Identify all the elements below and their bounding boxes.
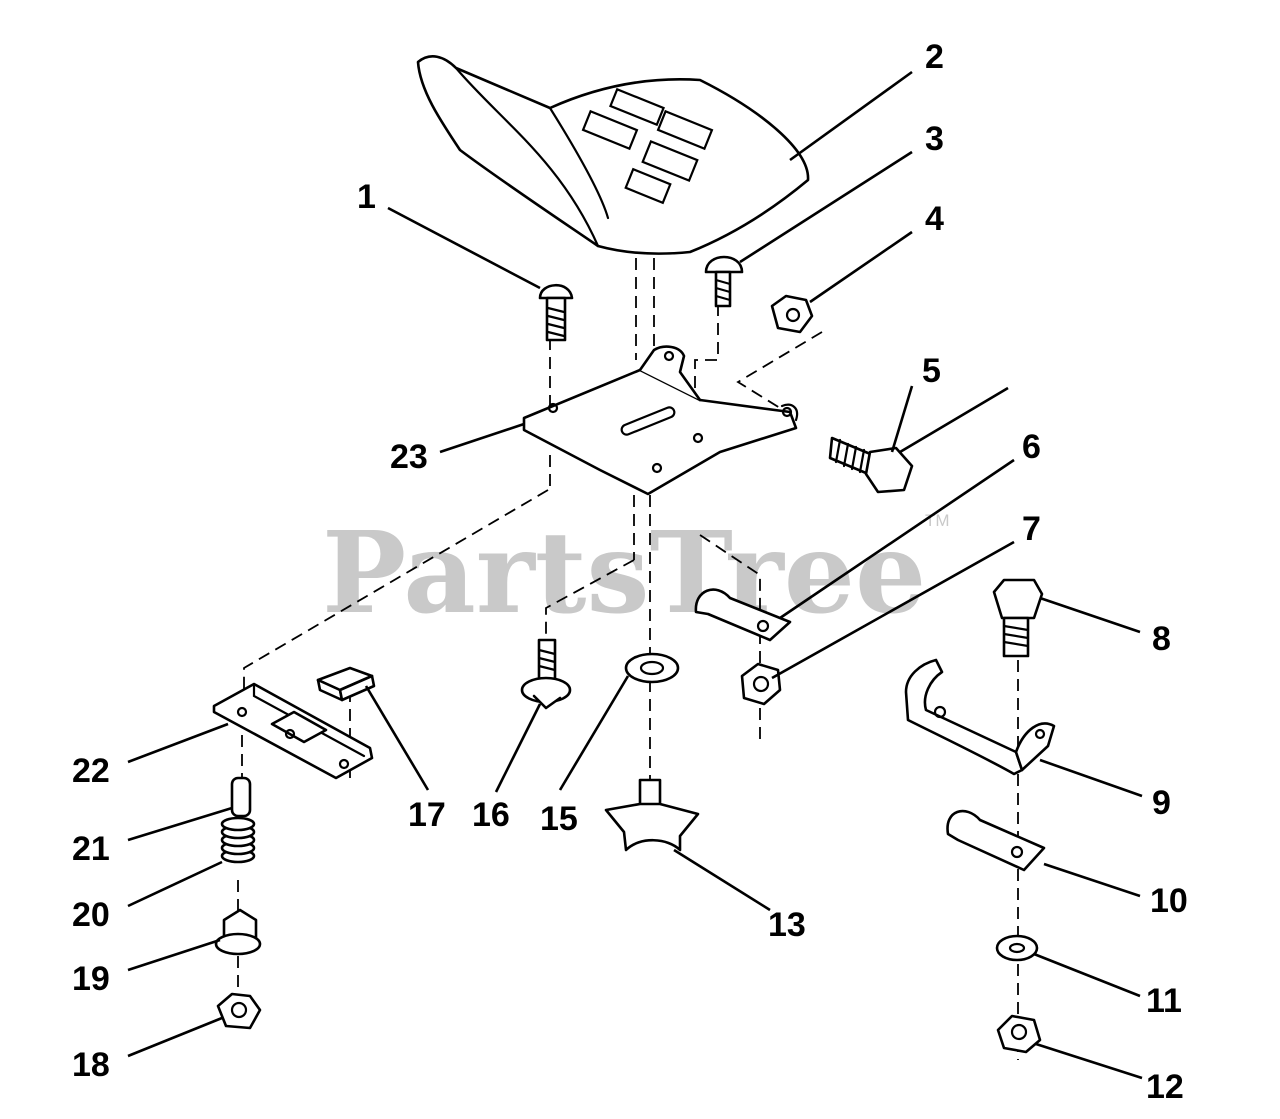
callout-labels: 1 2 3 4 5 6 7 8 9 10 11 12 13 15 16 17 2…	[72, 38, 1188, 1106]
callout-8: 8	[1152, 620, 1171, 658]
spring	[220, 816, 256, 864]
clip	[694, 588, 792, 642]
hex-head-bolt	[992, 578, 1044, 658]
callout-11: 11	[1146, 982, 1182, 1020]
seat-bracket	[904, 658, 1056, 776]
callout-18: 18	[72, 1046, 110, 1084]
callout-10: 10	[1150, 882, 1188, 920]
callout-9: 9	[1152, 784, 1171, 822]
lock-nut	[740, 662, 782, 706]
hex-nut	[770, 294, 814, 334]
flat-washer	[624, 652, 680, 684]
clip-lower	[946, 809, 1046, 872]
callout-22: 22	[72, 752, 110, 790]
callout-3: 3	[925, 120, 944, 158]
callout-13: 13	[768, 906, 806, 944]
watermark: PartsTree TM	[322, 508, 950, 639]
seat-pan	[522, 345, 799, 496]
hex-bolt	[828, 436, 914, 494]
callout-2: 2	[925, 38, 944, 76]
latch-plate	[212, 682, 374, 780]
washer	[995, 934, 1039, 962]
callout-5: 5	[922, 352, 941, 390]
callout-17: 17	[408, 796, 446, 834]
callout-23: 23	[390, 438, 428, 476]
callout-6: 6	[1022, 428, 1041, 466]
callout-12: 12	[1146, 1068, 1184, 1106]
lock-nut-lower	[996, 1014, 1042, 1054]
watermark-text: PartsTree	[322, 508, 926, 639]
callout-1: 1	[357, 178, 376, 216]
shoulder-bolt	[520, 638, 572, 710]
callout-4: 4	[925, 200, 944, 238]
callout-20: 20	[72, 896, 110, 934]
seat	[416, 55, 810, 255]
callout-19: 19	[72, 960, 110, 998]
callout-7: 7	[1022, 510, 1041, 548]
carriage-bolt	[538, 284, 574, 342]
hex-bushing	[214, 908, 262, 956]
spacer-block	[316, 666, 376, 702]
pin	[230, 776, 252, 818]
callout-16: 16	[472, 796, 510, 834]
leader-lines	[127, 70, 1143, 1080]
flange-nut	[216, 992, 262, 1030]
adjustment-knob	[604, 778, 700, 852]
callout-21: 21	[72, 830, 110, 868]
callout-15: 15	[540, 800, 578, 838]
watermark-trademark: TM	[925, 511, 950, 530]
round-head-bolt	[704, 255, 744, 308]
